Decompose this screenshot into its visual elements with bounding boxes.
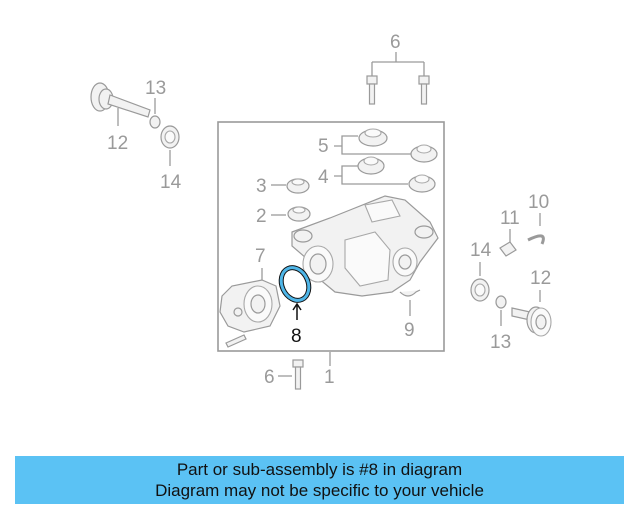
mount-bushing-5b [410, 144, 438, 163]
caption-banner: Part or sub-assembly is #8 in diagram Di… [15, 456, 624, 504]
callout-6-top: 6 [390, 32, 401, 53]
leader-6-top [371, 52, 425, 76]
callout-9: 9 [404, 320, 415, 341]
parts-diagram: 6 12 13 14 5 4 3 [90, 32, 552, 390]
washer-13-left [149, 115, 161, 129]
callout-14-left: 14 [160, 172, 182, 193]
mount-bushing-4b [408, 174, 436, 193]
mount-bushing-3 [286, 178, 310, 194]
leader-8 [292, 302, 302, 320]
callout-8: 8 [291, 326, 302, 347]
leader-5 [334, 135, 412, 155]
callout-4: 4 [318, 167, 329, 188]
callout-10: 10 [528, 192, 549, 213]
callout-2: 2 [256, 206, 267, 227]
banner-line-2: Diagram may not be specific to your vehi… [155, 481, 484, 500]
bolt-6b [418, 75, 430, 105]
callout-14-right: 14 [470, 240, 492, 261]
breather-11 [499, 241, 517, 257]
washer-13-right [495, 295, 507, 309]
cover-bolt [225, 334, 247, 348]
leader-4 [334, 165, 408, 185]
mount-bushing-2 [287, 206, 311, 222]
callout-6-bottom: 6 [264, 367, 275, 388]
callout-13-left: 13 [145, 78, 166, 99]
callout-5: 5 [318, 136, 329, 157]
axle-flange-12-left [90, 82, 151, 118]
axle-flange-12-right [511, 306, 552, 337]
bolt-6a [366, 75, 378, 105]
mount-bushing-4a [357, 156, 385, 175]
callout-1: 1 [324, 367, 335, 388]
callout-7: 7 [255, 246, 266, 267]
callout-11: 11 [500, 208, 520, 229]
clip-9 [399, 289, 421, 297]
callout-13-right: 13 [490, 332, 511, 353]
hose-clip-10 [527, 234, 545, 245]
mount-bushing-5a [358, 128, 388, 147]
callout-12-left: 12 [107, 133, 128, 154]
callout-12-right: 12 [530, 268, 551, 289]
front-cover-7 [219, 279, 281, 333]
callout-3: 3 [256, 176, 267, 197]
gasket-8-highlighted [278, 265, 312, 303]
bolt-6c [292, 359, 304, 390]
differential-carrier-housing [291, 195, 439, 297]
assembly-frame [217, 121, 445, 352]
banner-line-1: Part or sub-assembly is #8 in diagram [176, 460, 463, 479]
